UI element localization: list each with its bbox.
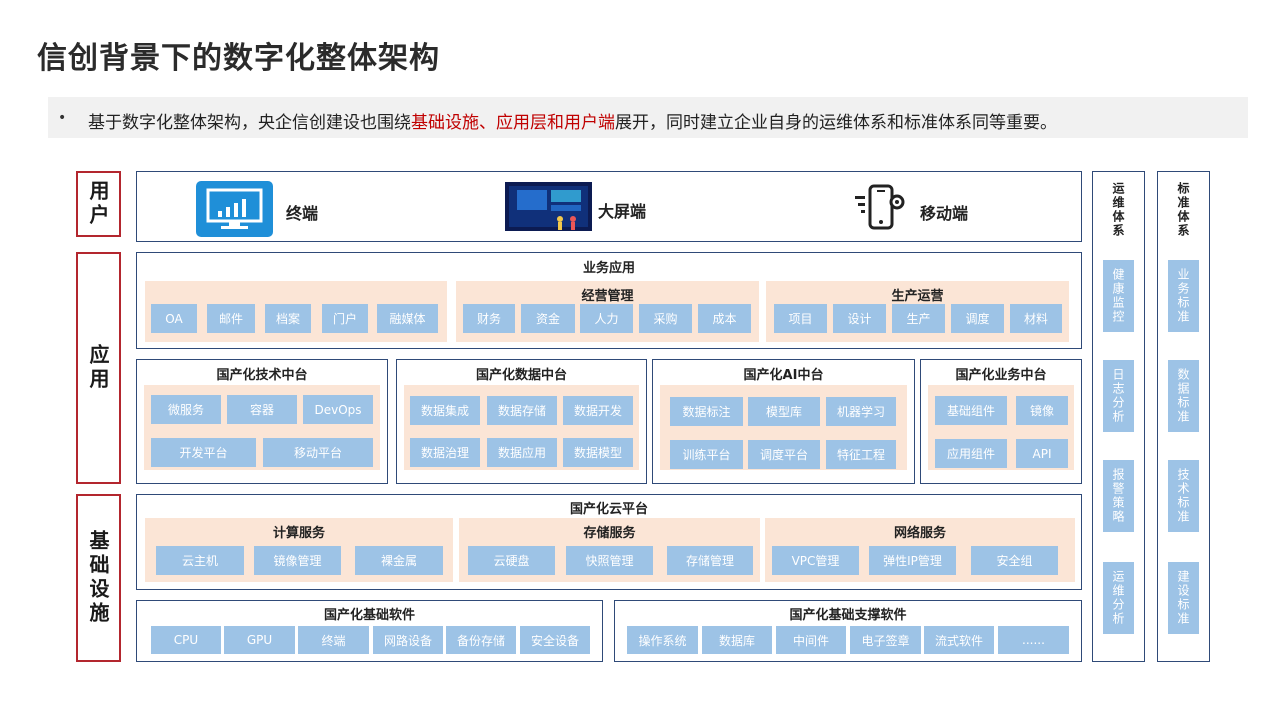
chip-microservice: 微服务: [151, 395, 221, 424]
vchip-ops-analysis: 运维分析: [1103, 562, 1134, 634]
chip-hr: 人力: [580, 304, 633, 333]
user-layer-frame: [136, 171, 1082, 242]
vchip-alert-policy: 报警策略: [1103, 460, 1134, 532]
chip-production: 生产: [892, 304, 945, 333]
chip-streaming: 流式软件: [924, 626, 994, 654]
support-software-title: 国产化基础支撑软件: [789, 608, 907, 623]
chip-devops: DevOps: [303, 395, 373, 424]
chip-middleware: 中间件: [776, 626, 846, 654]
chip-purchase: 采购: [639, 304, 692, 333]
tech-platform-title: 国产化技术中台: [216, 368, 308, 383]
network-title: 网络服务: [893, 526, 946, 541]
chip-e-signature: 电子签章: [850, 626, 921, 654]
chip-data-model: 数据模型: [563, 438, 633, 467]
chip-bare-metal: 裸金属: [355, 546, 443, 575]
big-screen-icon: [505, 182, 592, 231]
base-software-title: 国产化基础软件: [323, 608, 415, 623]
compute-title: 计算服务: [272, 526, 325, 541]
chip-cost: 成本: [698, 304, 751, 333]
chip-storage-mgmt: 存储管理: [667, 546, 753, 575]
chip-security-group: 安全组: [971, 546, 1058, 575]
chip-feature-engineering: 特征工程: [826, 440, 896, 469]
vchip-tech-standard: 技术标准: [1168, 460, 1199, 532]
chip-model-library: 模型库: [748, 397, 820, 426]
chip-network-device: 网路设备: [373, 626, 443, 654]
chip-project: 项目: [774, 304, 827, 333]
chip-image: 镜像: [1016, 396, 1068, 425]
chip-dispatch: 调度: [951, 304, 1004, 333]
vchip-log-analysis: 日志分析: [1103, 360, 1134, 432]
chip-mobile-platform: 移动平台: [263, 438, 373, 467]
chip-material: 材料: [1010, 304, 1062, 333]
summary-bar: [48, 97, 1248, 138]
chip-portal: 门户: [322, 304, 368, 333]
monitor-chart-icon: [196, 181, 273, 237]
user-item-big-screen: 大屏端: [598, 202, 647, 221]
user-item-terminal: 终端: [286, 204, 319, 223]
chip-eip-mgmt: 弹性IP管理: [869, 546, 956, 575]
summary-text: 基于数字化整体架构，央企信创建设也围绕基础设施、应用层和用户端展开，同时建立企业…: [88, 108, 1057, 133]
chip-mail: 邮件: [207, 304, 255, 333]
chip-container: 容器: [227, 395, 297, 424]
chip-app-component: 应用组件: [935, 439, 1007, 468]
ai-platform-title: 国产化AI中台: [743, 368, 824, 383]
chip-data-dev: 数据开发: [563, 396, 633, 425]
chip-scheduling-platform: 调度平台: [748, 440, 820, 469]
chip-dev-platform: 开发平台: [151, 438, 256, 467]
chip-oa: OA: [151, 304, 197, 333]
chip-cloud-disk: 云硬盘: [468, 546, 555, 575]
chip-vpc-mgmt: VPC管理: [772, 546, 859, 575]
chip-design: 设计: [833, 304, 886, 333]
chip-os: 操作系统: [627, 626, 698, 654]
biz-platform-title: 国产化业务中台: [955, 368, 1047, 383]
summary-text-post: 展开，同时建立企业自身的运维体系和标准体系同等重要。: [615, 113, 1057, 133]
chip-data-governance: 数据治理: [410, 438, 480, 467]
chip-snapshot-mgmt: 快照管理: [566, 546, 653, 575]
chip-data-app: 数据应用: [487, 438, 557, 467]
vchip-health-monitor: 健康监控: [1103, 260, 1134, 332]
chip-archive: 档案: [265, 304, 311, 333]
bullet-dot: •: [58, 110, 67, 126]
layer-label-user: 用户: [76, 171, 121, 237]
chip-cpu: CPU: [151, 626, 221, 654]
chip-more: ......: [998, 626, 1069, 654]
chip-terminal: 终端: [298, 626, 369, 654]
chip-gpu: GPU: [224, 626, 295, 654]
cloud-platform-title: 国产化云平台: [569, 502, 648, 517]
summary-highlight: 基础设施、应用层和用户端: [411, 113, 615, 133]
chip-backup-storage: 备份存储: [446, 626, 516, 654]
user-item-mobile: 移动端: [920, 204, 969, 223]
chip-image-mgmt: 镜像管理: [254, 546, 341, 575]
ops-system-title: 运维体系: [1111, 182, 1125, 238]
chip-security-device: 安全设备: [520, 626, 590, 654]
vchip-data-standard: 数据标准: [1168, 360, 1199, 432]
page-title: 信创背景下的数字化整体架构: [37, 41, 440, 76]
production-title: 生产运营: [891, 289, 944, 304]
summary-text-pre: 基于数字化整体架构，央企信创建设也围绕: [88, 113, 411, 133]
chip-cloud-host: 云主机: [156, 546, 244, 575]
chip-data-labeling: 数据标注: [670, 397, 743, 426]
chip-api: API: [1016, 439, 1068, 468]
chip-finance: 财务: [463, 304, 515, 333]
vchip-business-standard: 业务标准: [1168, 260, 1199, 332]
vchip-build-standard: 建设标准: [1168, 562, 1199, 634]
chip-data-storage: 数据存储: [487, 396, 557, 425]
chip-database: 数据库: [702, 626, 772, 654]
chip-media: 融媒体: [377, 304, 438, 333]
management-title: 经营管理: [581, 289, 634, 304]
layer-label-app: 应用: [76, 252, 121, 484]
layer-label-infra: 基础设施: [76, 494, 121, 662]
chip-training-platform: 训练平台: [670, 440, 743, 469]
mobile-gear-icon: [855, 184, 907, 232]
standards-system-title: 标准体系: [1176, 182, 1190, 238]
business-apps-title: 业务应用: [582, 261, 635, 276]
chip-base-component: 基础组件: [935, 396, 1007, 425]
chip-data-integration: 数据集成: [410, 396, 480, 425]
storage-title: 存储服务: [583, 526, 636, 541]
data-platform-title: 国产化数据中台: [475, 368, 567, 383]
chip-funds: 资金: [521, 304, 575, 333]
chip-machine-learning: 机器学习: [826, 397, 896, 426]
